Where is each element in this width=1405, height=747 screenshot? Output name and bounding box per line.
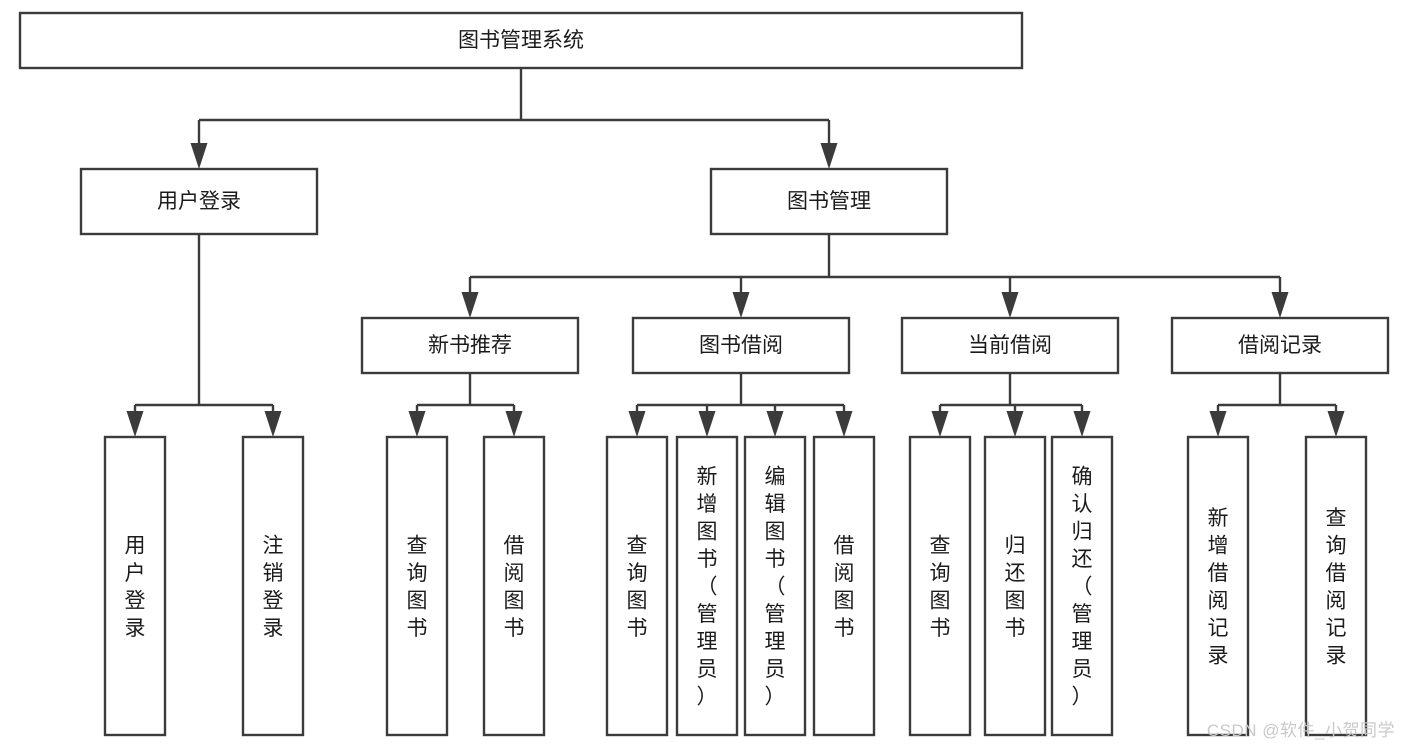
node-box[interactable] — [103, 435, 167, 737]
node-label: 借阅记录 — [1238, 334, 1322, 357]
node-label: 新书推荐 — [428, 334, 512, 357]
node-box[interactable] — [79, 167, 319, 236]
node-box[interactable] — [743, 435, 807, 737]
arrow-head-icon — [126, 411, 144, 437]
node-label: 新增借阅记录 — [1208, 507, 1229, 668]
node-box[interactable] — [675, 435, 739, 737]
node-label: 查询借阅记录 — [1326, 507, 1347, 668]
node-label: 图书借阅 — [699, 334, 783, 357]
arrow-head-icon — [1271, 292, 1289, 318]
node-label: 确认归还（管理员） — [1072, 466, 1093, 709]
node-label: 借阅图书 — [834, 534, 855, 640]
arrow-head-icon — [732, 292, 750, 318]
node-leaf-edit-book[interactable]: 编辑图书（管理员） — [743, 435, 807, 737]
node-label: 用户登录 — [125, 534, 146, 640]
node-leaf-user-logout[interactable]: 注销登录 — [241, 435, 305, 737]
arrow-head-icon — [820, 143, 838, 169]
node-new-book-rec[interactable]: 新书推荐 — [360, 316, 580, 375]
node-label: 当前借阅 — [968, 334, 1052, 357]
arrow-head-icon — [1001, 292, 1019, 318]
arrow-head-icon — [1006, 411, 1024, 437]
node-leaf-confirm-return[interactable]: 确认归还（管理员） — [1050, 435, 1114, 737]
node-leaf-add-record[interactable]: 新增借阅记录 — [1186, 435, 1250, 737]
csdn-watermark: CSDN @软件_小贺同学 — [1206, 721, 1395, 740]
node-leaf-borrow-book-rec[interactable]: 借阅图书 — [482, 435, 546, 737]
node-current-borrow[interactable]: 当前借阅 — [900, 316, 1120, 375]
node-box[interactable] — [605, 435, 669, 737]
node-label: 查询图书 — [930, 534, 951, 640]
node-box[interactable] — [908, 435, 972, 737]
node-box[interactable] — [385, 435, 449, 737]
node-box[interactable] — [1304, 435, 1368, 737]
node-box[interactable] — [983, 435, 1047, 737]
node-label: 图书管理系统 — [458, 29, 584, 52]
node-box[interactable] — [241, 435, 305, 737]
node-user-login[interactable]: 用户登录 — [79, 167, 319, 236]
node-box[interactable] — [1170, 316, 1390, 375]
node-box[interactable] — [812, 435, 876, 737]
node-box[interactable] — [1186, 435, 1250, 737]
arrow-head-icon — [766, 411, 784, 437]
arrow-head-icon — [1327, 411, 1345, 437]
edges-layer — [126, 68, 1345, 437]
arrow-head-icon — [698, 411, 716, 437]
arrow-head-icon — [1209, 411, 1227, 437]
node-leaf-borrow-book[interactable]: 借阅图书 — [812, 435, 876, 737]
arrow-head-icon — [931, 411, 949, 437]
node-box[interactable] — [360, 316, 580, 375]
arrow-head-icon — [1073, 411, 1091, 437]
node-leaf-query-book-borrow[interactable]: 查询图书 — [605, 435, 669, 737]
node-box[interactable] — [631, 316, 851, 375]
node-label: 图书管理 — [787, 190, 871, 213]
node-box[interactable] — [1050, 435, 1114, 737]
node-book-borrow[interactable]: 图书借阅 — [631, 316, 851, 375]
node-label: 新增图书（管理员） — [697, 466, 718, 709]
node-label: 编辑图书（管理员） — [765, 466, 786, 709]
node-leaf-user-login[interactable]: 用户登录 — [103, 435, 167, 737]
node-box[interactable] — [709, 167, 949, 236]
node-label: 查询图书 — [407, 534, 428, 640]
node-label: 借阅图书 — [504, 534, 525, 640]
arrow-head-icon — [628, 411, 646, 437]
nodes-layer: 图书管理系统用户登录图书管理新书推荐图书借阅当前借阅借阅记录用户登录注销登录查询… — [18, 11, 1390, 737]
node-borrow-record[interactable]: 借阅记录 — [1170, 316, 1390, 375]
arrow-head-icon — [505, 411, 523, 437]
node-leaf-query-book-rec[interactable]: 查询图书 — [385, 435, 449, 737]
arrow-head-icon — [461, 292, 479, 318]
node-leaf-return-book[interactable]: 归还图书 — [983, 435, 1047, 737]
arrow-head-icon — [264, 411, 282, 437]
arrow-head-icon — [835, 411, 853, 437]
node-label: 归还图书 — [1005, 534, 1026, 640]
node-box[interactable] — [900, 316, 1120, 375]
node-root[interactable]: 图书管理系统 — [18, 11, 1024, 70]
node-leaf-query-book-cur[interactable]: 查询图书 — [908, 435, 972, 737]
node-book-manage[interactable]: 图书管理 — [709, 167, 949, 236]
node-label: 注销登录 — [263, 534, 284, 640]
node-label: 查询图书 — [627, 534, 648, 640]
node-leaf-add-book[interactable]: 新增图书（管理员） — [675, 435, 739, 737]
node-label: 用户登录 — [157, 190, 241, 213]
arrow-head-icon — [190, 143, 208, 169]
node-leaf-query-record[interactable]: 查询借阅记录 — [1304, 435, 1368, 737]
node-box[interactable] — [482, 435, 546, 737]
node-box[interactable] — [18, 11, 1024, 70]
arrow-head-icon — [408, 411, 426, 437]
